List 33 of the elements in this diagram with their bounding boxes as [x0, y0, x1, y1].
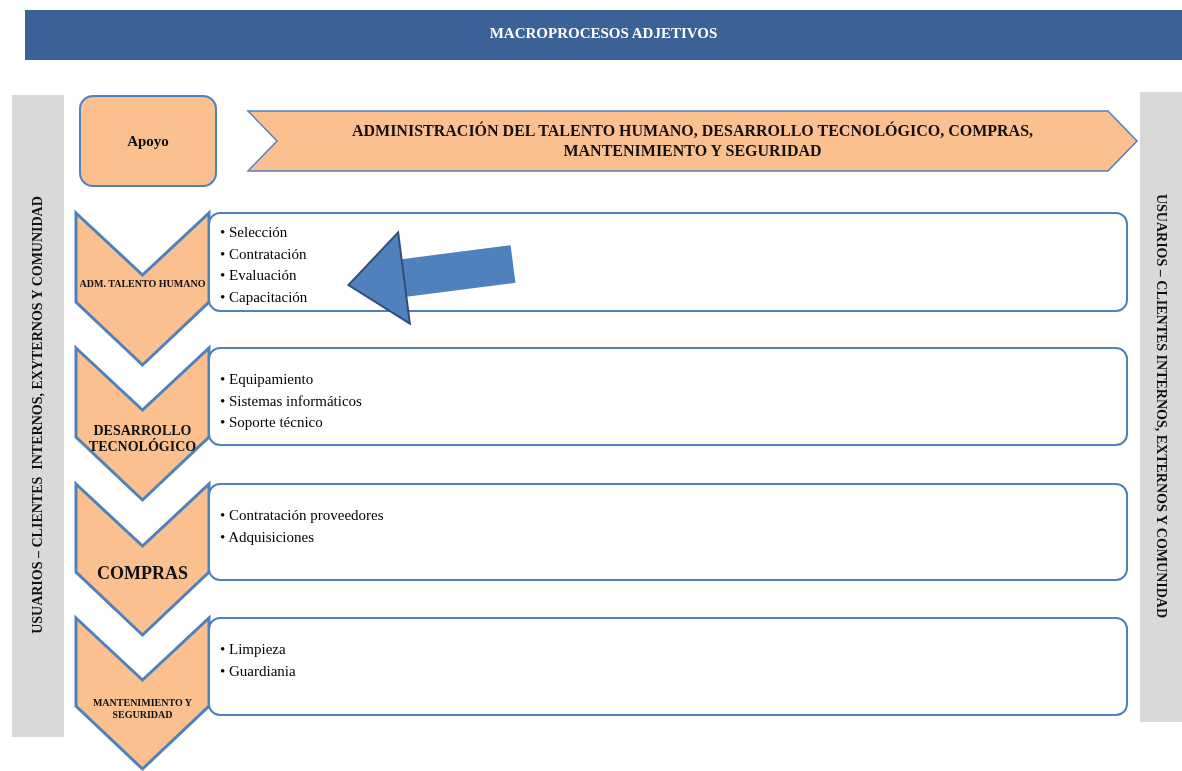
list-item: • Evaluación	[220, 266, 297, 285]
list-item: • Contratación proveedores	[220, 506, 384, 525]
list-item: • Sistemas informáticos	[220, 391, 362, 411]
list-item: • Limpieza	[220, 640, 286, 659]
list-item: • Guardiania	[220, 661, 296, 681]
chevron-label: DESARROLLO TECNOLÓGICO	[87, 423, 198, 455]
chevron-shape	[75, 347, 210, 501]
side-panel	[12, 95, 64, 737]
list-item: • Selección	[220, 223, 288, 242]
chevron-label: COMPRAS	[96, 563, 189, 583]
list-box	[208, 483, 1128, 581]
chevron-shape	[75, 617, 210, 770]
list-box	[208, 212, 1128, 312]
chevron-label: ADM. TALENTO HUMANO	[79, 278, 206, 290]
chevron-shape	[75, 483, 210, 636]
rounded-box	[79, 95, 217, 187]
list-box	[208, 347, 1128, 446]
side-panel	[1140, 92, 1182, 722]
title-text: MACROPROCESOS ADJETIVOS	[488, 25, 719, 42]
arrow-text: ADMINISTRACIÓN DEL TALENTO HUMANO, DESARROLLO TECNOLÓGICO, COMPRAS, MANTENIMIENTO Y SEGURIDAD	[350, 121, 1035, 161]
list-item: • Equipamiento	[220, 370, 314, 389]
title-band	[25, 10, 1182, 60]
chevron-label: MANTENIMIENTO Y SEGURIDAD	[91, 697, 194, 721]
chevron-shape	[75, 212, 210, 366]
list-item: • Soporte técnico	[220, 413, 323, 432]
box-label: Apoyo	[126, 133, 170, 150]
list-item: • Adquisiciones	[220, 527, 314, 547]
arrow-shape	[247, 110, 1138, 172]
list-item: • Capacitación	[220, 287, 308, 307]
side-text: USUARIOS – CLIENTES INTERNOS, EXTERNOS Y COMUNIDAD	[1153, 192, 1169, 621]
list-box	[208, 617, 1128, 716]
list-item: • Contratación	[220, 244, 307, 264]
side-text: USUARIOS – CLIENTES INTERNOS, EXYTERNOS Y COMUNIDAD	[30, 195, 46, 636]
